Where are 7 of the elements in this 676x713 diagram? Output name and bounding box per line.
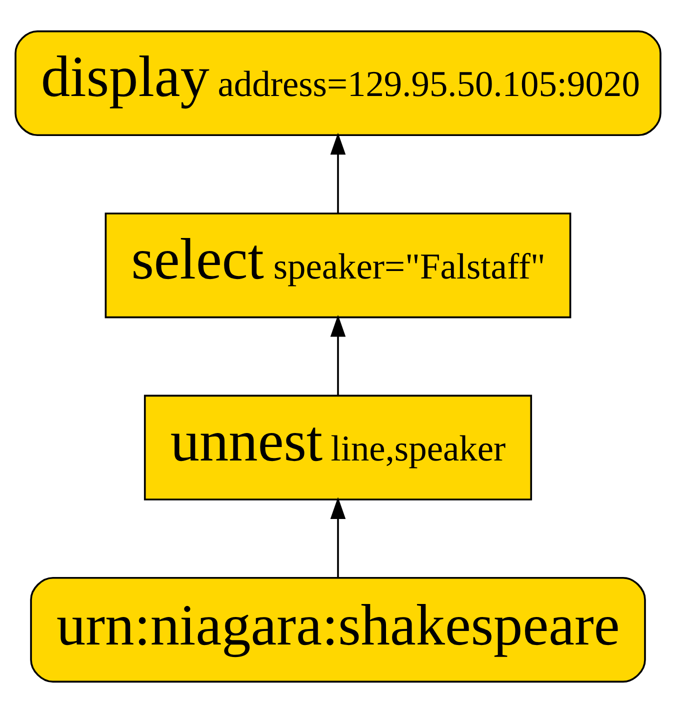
arrow (330, 132, 346, 214)
arrow (330, 314, 346, 396)
node-box: display address=129.95.50.105:9020 (14, 30, 662, 136)
node-box: urn:niagara:shakespeare (30, 576, 646, 683)
arrow (330, 497, 346, 578)
node-box: unnest line,speaker (144, 394, 532, 500)
node-box: select speaker="Falstaff" (104, 212, 572, 318)
